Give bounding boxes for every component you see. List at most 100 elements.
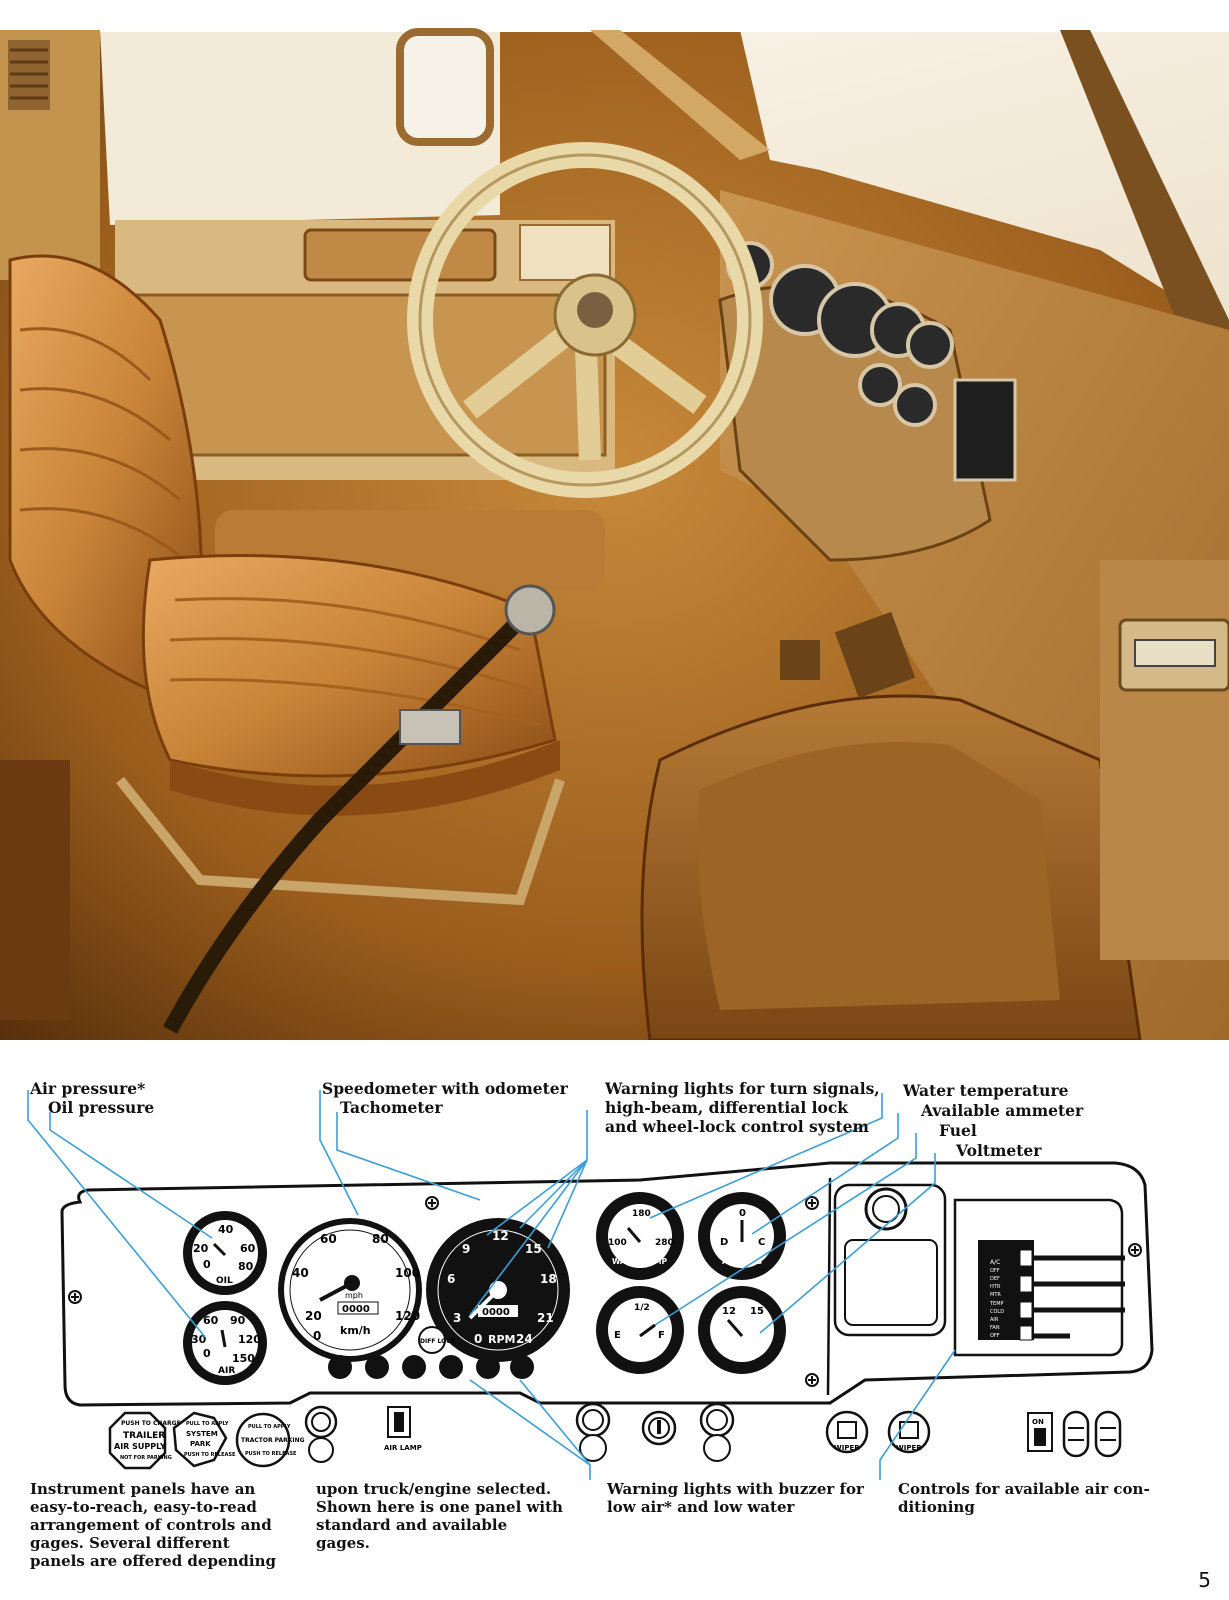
volt-tick-12: 12	[722, 1306, 736, 1317]
ac-label-def: DEF	[990, 1276, 1000, 1282]
caption-controls-line-2: ditioning	[898, 1498, 975, 1516]
speedo-unit: km/h	[340, 1324, 371, 1337]
fuel-tick-e: E	[614, 1330, 621, 1341]
warning-light-6	[510, 1355, 534, 1379]
tacho-tick-6: 6	[447, 1272, 455, 1286]
tacho-tick-0: 0	[474, 1332, 482, 1346]
ac-label-fan: FAN	[990, 1325, 1000, 1331]
round-switch-3[interactable]	[699, 1402, 735, 1462]
ac-label-off: OFF	[990, 1268, 1000, 1274]
wiper-switch-1[interactable]: WIPER	[825, 1410, 869, 1454]
tractor-parking-line3: PUSH TO RELEASE	[245, 1451, 297, 1457]
warning-light-row	[328, 1355, 534, 1379]
label-air-pressure: Air pressure*	[30, 1079, 146, 1098]
glovebox-recess	[833, 1183, 947, 1337]
air-tick-90: 90	[230, 1314, 246, 1327]
ac-label-htr: HTR	[990, 1284, 1001, 1290]
tractor-parking-line2: TRACTOR PARKING	[241, 1437, 305, 1444]
wiper-switch-2[interactable]: WIPER	[887, 1410, 931, 1454]
air-tick-150: 150	[232, 1352, 255, 1365]
speedo-tick-60: 60	[320, 1232, 337, 1246]
caption-upon-truck: upon truck/engine selected. Shown here i…	[316, 1480, 586, 1552]
label-water-temperature: Water temperature	[903, 1081, 1069, 1100]
ac-label-cold: COLD	[990, 1309, 1004, 1315]
trailer-air-line1: PUSH TO CHARGE	[121, 1420, 181, 1427]
oil-tick-60: 60	[240, 1242, 256, 1255]
ac-control-panel[interactable]: A/C OFF DEF HTR MTR TEMP COLD AIR FAN OF…	[978, 1240, 1125, 1341]
diff-lock-switch[interactable]: DIFF LOCK	[418, 1326, 456, 1354]
oil-tick-20: 20	[193, 1242, 209, 1255]
fuel-label: FUEL	[630, 1351, 653, 1360]
caption-warn-line-2: low air* and low water	[607, 1498, 795, 1516]
trailer-air-line2: TRAILER	[123, 1431, 165, 1441]
caption-instrument-line-5: panels are offered depending	[30, 1552, 276, 1570]
tacho-tick-18: 18	[540, 1272, 557, 1286]
diff-lock-label: DIFF LOCK	[420, 1338, 456, 1345]
air-pressure-gauge: 0 30 60 90 120 150 AIR	[183, 1301, 267, 1385]
wiper-1-label: WIPER	[834, 1444, 860, 1452]
tachometer-gauge: 3 6 9 12 15 18 21 24 0 0000 RPM	[426, 1218, 570, 1362]
speedo-tick-0: 0	[313, 1329, 321, 1343]
water-tick-280: 280	[655, 1238, 674, 1248]
label-oil-pressure: Oil pressure	[48, 1098, 155, 1117]
air-lamp-toggle[interactable]: AIR LAMP	[384, 1406, 422, 1452]
leader-lines	[27, 1090, 956, 1480]
volt-label: VOLTS	[730, 1351, 758, 1360]
amp-tick-c: C	[758, 1237, 765, 1248]
tacho-tick-15: 15	[525, 1242, 542, 1256]
label-voltmeter: Voltmeter	[956, 1141, 1042, 1160]
ac-label-fan-off: OFF	[990, 1333, 1000, 1339]
trailer-air-supply-knob[interactable]: PUSH TO CHARGE TRAILER AIR SUPPLY NOT FO…	[108, 1411, 181, 1470]
speedo-tick-80: 80	[372, 1232, 389, 1246]
caption-upon-line-1: upon truck/engine selected.	[316, 1480, 552, 1498]
tacho-odometer: 0000	[482, 1307, 510, 1318]
oil-tick-40: 40	[218, 1223, 234, 1236]
speedo-sub-unit: mph	[345, 1291, 363, 1300]
air-tick-120: 120	[238, 1333, 261, 1346]
label-fuel: Fuel	[939, 1121, 977, 1140]
oil-label: OIL	[216, 1276, 233, 1286]
caption-instrument-line-2: easy-to-reach, easy-to-read	[30, 1498, 257, 1516]
label-tachometer: Tachometer	[340, 1098, 443, 1117]
label-warning-lights-2: high-beam, differential lock	[605, 1098, 849, 1117]
tractor-parking-knob[interactable]: PULL TO APPLY TRACTOR PARKING PUSH TO RE…	[235, 1412, 305, 1468]
volt-tick-15: 15	[750, 1306, 764, 1317]
warning-light-2	[365, 1355, 389, 1379]
ac-label-temp: TEMP	[989, 1301, 1004, 1307]
amp-tick-0: 0	[739, 1208, 746, 1219]
ammeter-gauge: D 0 C AMPERES	[698, 1192, 786, 1280]
system-park-line3: PARK	[190, 1440, 211, 1448]
speedo-tick-120: 120	[395, 1309, 420, 1323]
water-temperature-gauge: 100 180 280 WATER TEMP	[596, 1192, 684, 1280]
caption-upon-line-3: standard and available	[316, 1516, 508, 1534]
caption-instrument-line-1: Instrument panels have an	[30, 1480, 256, 1498]
speedo-odometer: 0000	[342, 1304, 370, 1315]
round-switch-1[interactable]	[304, 1405, 338, 1463]
air-lamp-label: AIR LAMP	[384, 1444, 422, 1452]
wiper-2-label: WIPER	[896, 1444, 922, 1452]
page-number: 5	[1198, 1568, 1211, 1592]
water-tick-180: 180	[632, 1209, 651, 1219]
water-label: WATER TEMP	[612, 1257, 667, 1266]
speedo-tick-40: 40	[292, 1266, 309, 1280]
trailer-air-line4: NOT FOR PARKING	[120, 1455, 172, 1461]
tacho-tick-12: 12	[492, 1229, 509, 1243]
trailer-air-line3: AIR SUPPLY	[114, 1442, 166, 1451]
air-label: AIR	[218, 1366, 235, 1376]
rocker-switches[interactable]	[1062, 1410, 1122, 1458]
oil-tick-80: 80	[238, 1260, 254, 1273]
on-rocker-switch[interactable]: ON	[1027, 1412, 1053, 1452]
ac-label-mtr: MTR	[990, 1292, 1001, 1298]
tacho-tick-24: 24	[516, 1332, 533, 1346]
round-switch-2[interactable]	[575, 1402, 611, 1462]
caption-air-conditioning: Controls for available air con- ditionin…	[898, 1480, 1198, 1516]
instrument-panel-diagram: 0 20 40 60 80 OIL 0 30 60 90 120 150 AIR…	[27, 1090, 1154, 1480]
ignition-switch[interactable]	[641, 1410, 677, 1446]
system-park-line4: PUSH TO RELEASE	[184, 1452, 236, 1458]
caption-instrument-panels: Instrument panels have an easy-to-reach,…	[30, 1480, 300, 1570]
warning-light-4	[439, 1355, 463, 1379]
system-park-knob[interactable]: PULL TO APPLY SYSTEM PARK PUSH TO RELEAS…	[172, 1411, 236, 1468]
tractor-parking-line1: PULL TO APPLY	[248, 1424, 291, 1430]
air-tick-30: 30	[191, 1333, 207, 1346]
tacho-tick-21: 21	[537, 1311, 554, 1325]
